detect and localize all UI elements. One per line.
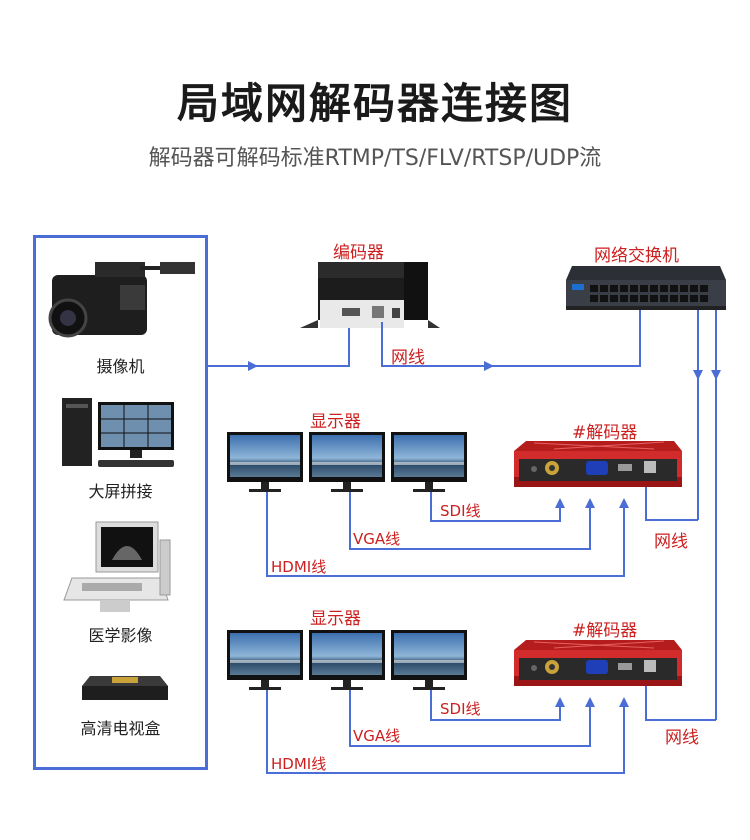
switch-label: 网络交换机: [594, 246, 679, 266]
ultrasound-icon: [63, 521, 171, 612]
display-label-1: 显示器: [310, 412, 361, 432]
network-switch: [566, 266, 726, 310]
cable-label-sdi-1: SDI线: [440, 502, 481, 520]
encoder-label: 编码器: [333, 243, 384, 263]
monitor-1a: [227, 432, 303, 492]
display-label-2: 显示器: [310, 609, 361, 629]
cable-label-net-decoder-1: 网线: [654, 532, 688, 552]
cable-label-vga-2: VGA线: [353, 727, 401, 745]
cable-label-net-encoder: 网线: [391, 348, 425, 368]
monitor-1c: [391, 432, 467, 492]
encoder-device: [300, 262, 440, 328]
decoder-device-1: [513, 440, 683, 488]
monitor-2b: [309, 630, 385, 690]
page-subtitle: 解码器可解码标准RTMP/TS/FLV/RTSP/UDP流: [148, 146, 602, 171]
source-label-camcorder: 摄像机: [96, 357, 145, 376]
decoder-label-2: #解码器: [572, 621, 638, 641]
monitor-2c: [391, 630, 467, 690]
cable-label-net-decoder-2: 网线: [665, 728, 699, 748]
decoder-label-1: #解码器: [572, 423, 638, 443]
source-panel: [33, 235, 208, 770]
source-label-tv-box: 高清电视盒: [80, 719, 161, 738]
cable-label-sdi-2: SDI线: [440, 700, 481, 718]
source-label-medical-imaging: 医学影像: [88, 626, 153, 645]
decoder-device-2: [513, 639, 683, 687]
cable-label-hdmi-1: HDMI线: [271, 558, 327, 576]
camcorder-icon: [48, 262, 195, 338]
cable-label-hdmi-2: HDMI线: [271, 755, 327, 773]
cable-label-vga-1: VGA线: [353, 530, 401, 548]
monitor-2a: [227, 630, 303, 690]
desktop-pc-icon: [62, 398, 174, 467]
tv-box-icon: [82, 676, 168, 700]
monitor-1b: [309, 432, 385, 492]
source-label-screen-wall: 大屏拼接: [88, 482, 153, 501]
page-title: 局域网解码器连接图: [176, 79, 573, 128]
